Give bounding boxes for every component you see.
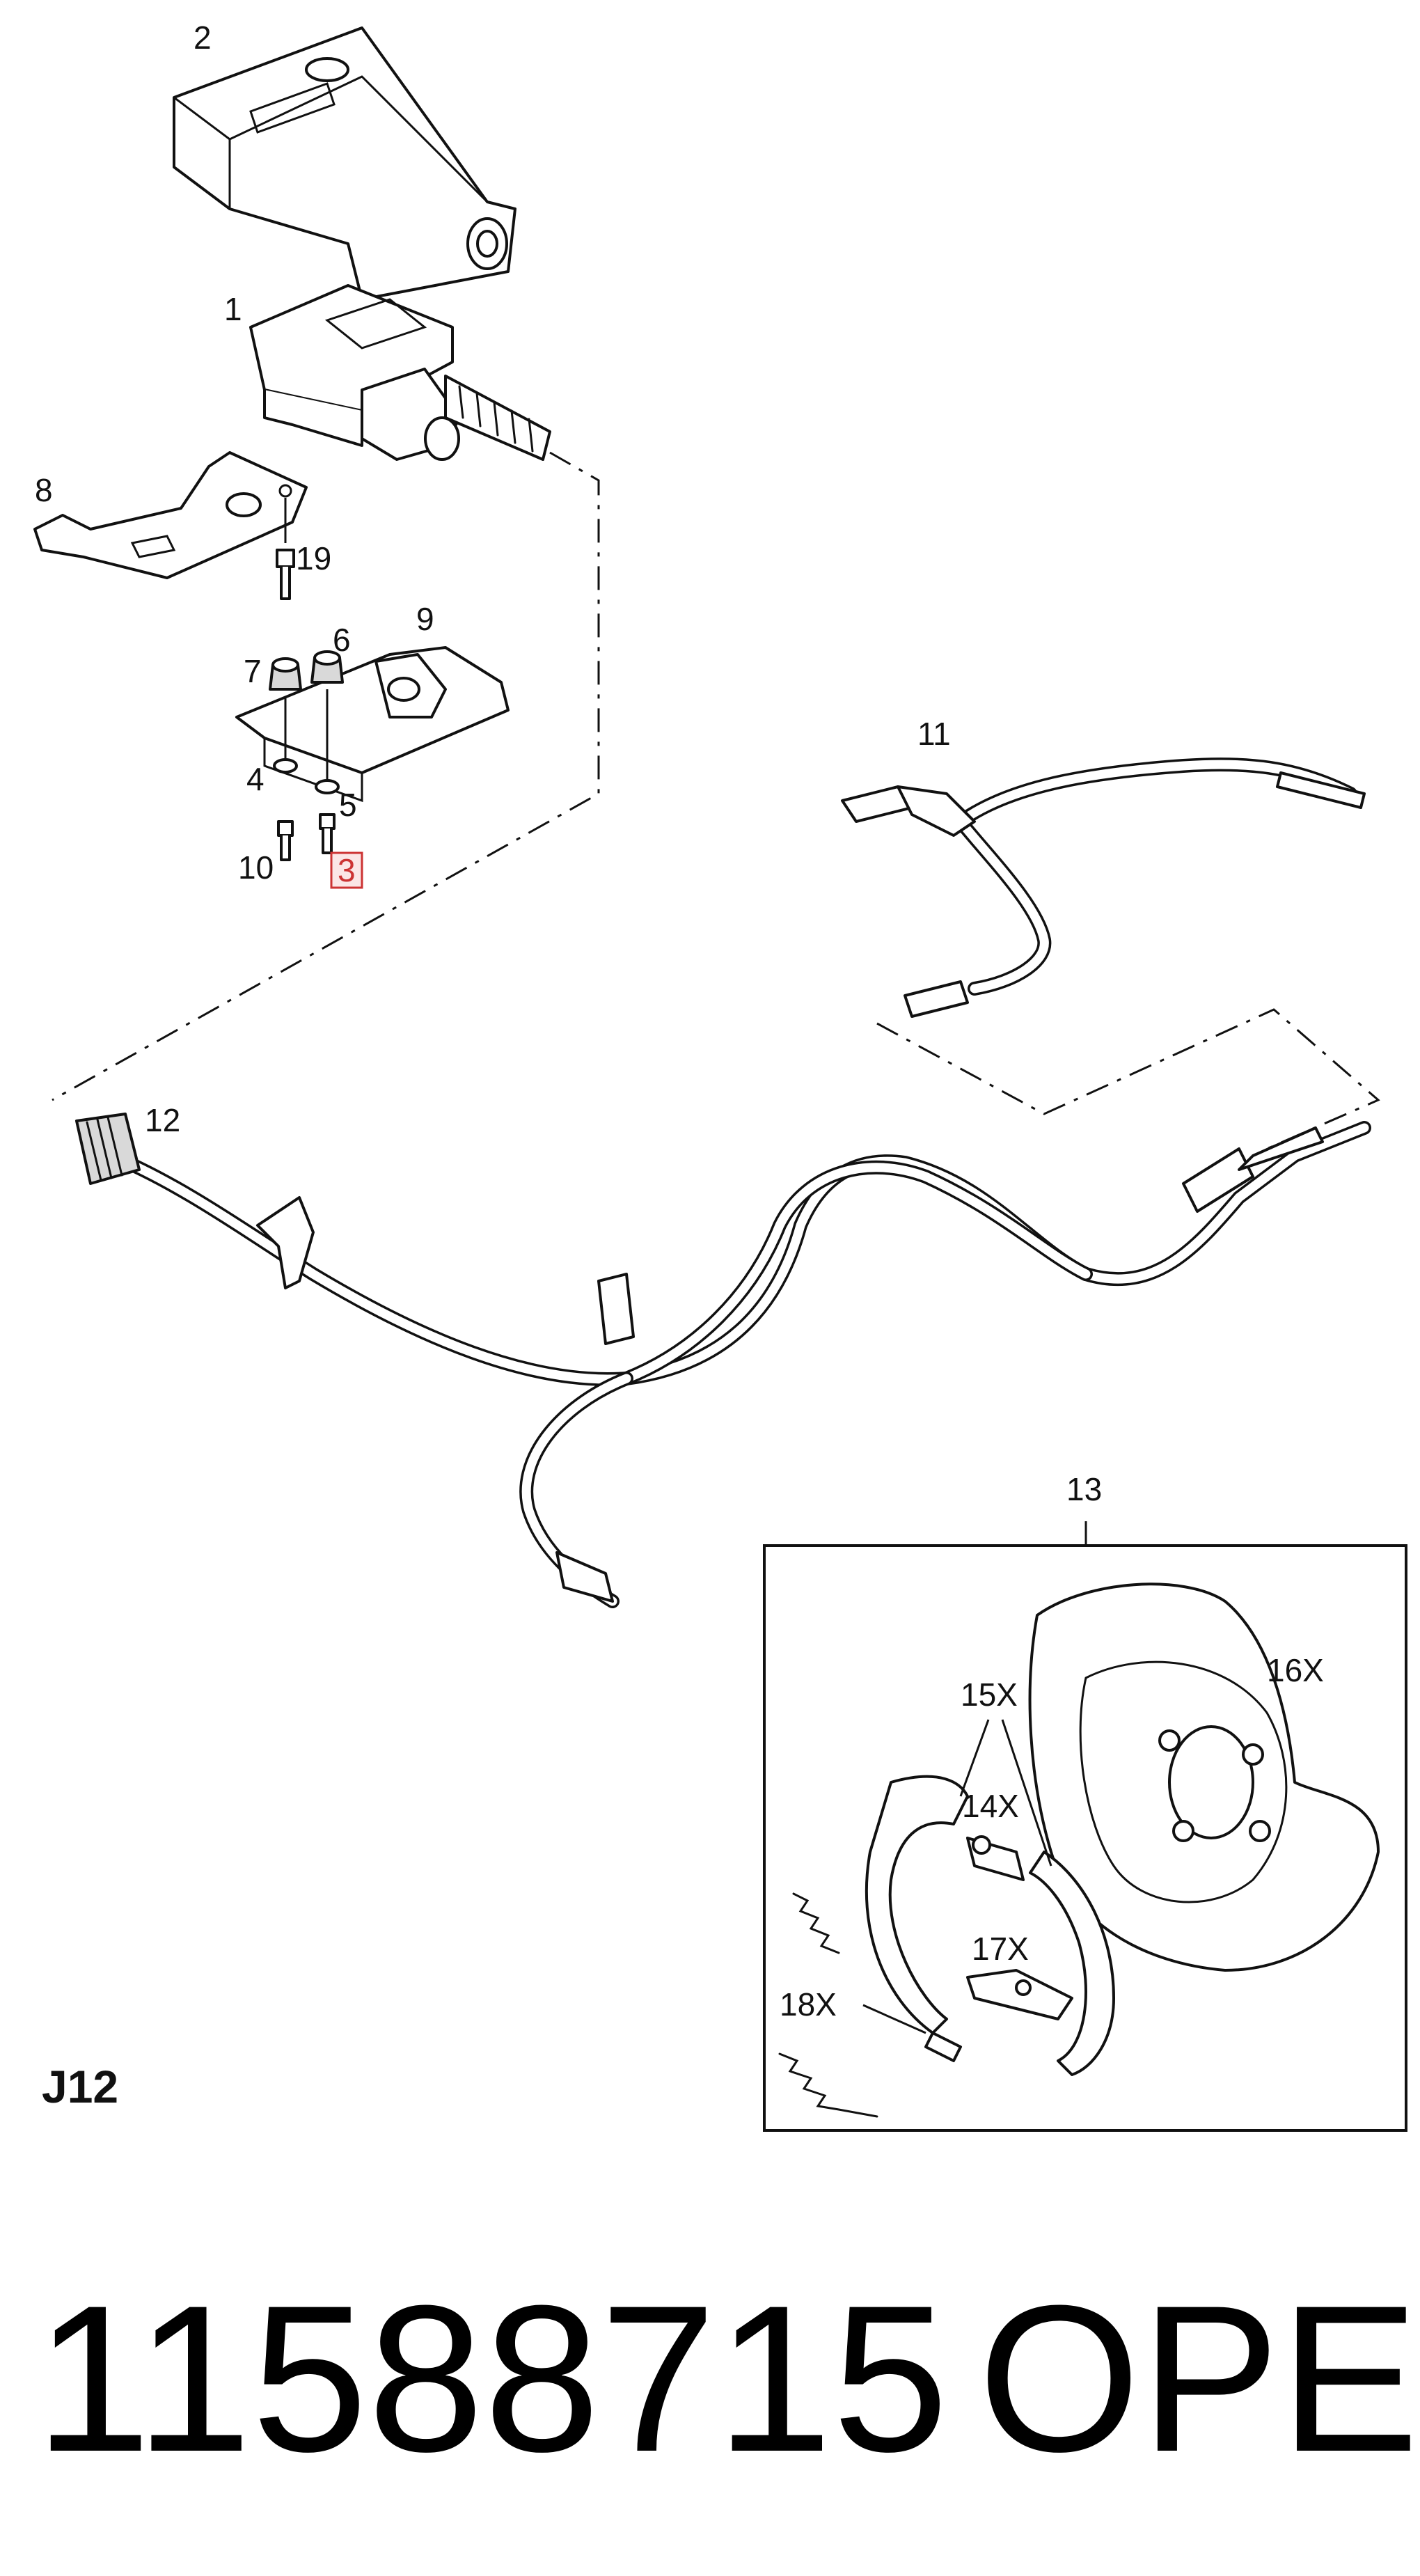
part-14x-adjuster bbox=[966, 1835, 1025, 1881]
callout-4: 4 bbox=[246, 761, 265, 797]
part-16x-backing-plate bbox=[1028, 1582, 1380, 1972]
callout-9: 9 bbox=[416, 601, 434, 637]
callout-18x: 18X bbox=[780, 1986, 837, 2023]
part-5-washer bbox=[315, 779, 340, 794]
part-11-cable bbox=[841, 757, 1366, 1018]
part-6-grommet bbox=[310, 650, 344, 684]
part-13-brake-kit-box bbox=[763, 1521, 1407, 2132]
callout-6: 6 bbox=[333, 622, 351, 658]
part-3-bolt bbox=[319, 689, 336, 854]
callout-5: 5 bbox=[339, 787, 357, 823]
part-number: 11588715 bbox=[35, 2261, 949, 2495]
callout-10: 10 bbox=[238, 849, 274, 886]
callout-3-highlight bbox=[330, 851, 363, 889]
part-9-bracket bbox=[235, 646, 510, 803]
callout-2: 2 bbox=[194, 19, 212, 56]
part-10-bolt bbox=[277, 696, 294, 861]
brand-name: OPEL bbox=[978, 2261, 1420, 2495]
part-2-cover bbox=[173, 26, 516, 301]
callout-7: 7 bbox=[244, 653, 262, 689]
callout-1: 1 bbox=[224, 291, 242, 327]
section-code: J12 bbox=[42, 2061, 118, 2112]
callout-11: 11 bbox=[917, 716, 951, 752]
part-4-washer bbox=[273, 758, 298, 773]
callout-12: 12 bbox=[145, 1102, 180, 1138]
callout-8: 8 bbox=[35, 472, 53, 508]
callout-19: 19 bbox=[296, 540, 331, 576]
part-18x-springs bbox=[778, 1892, 962, 2118]
part-17x-lever bbox=[966, 1969, 1073, 2020]
part-19-bolt bbox=[276, 498, 295, 600]
callout-14x: 14X bbox=[962, 1788, 1019, 1824]
part-12-cable-assembly bbox=[75, 1113, 1371, 1608]
callout-13: 13 bbox=[1066, 1471, 1102, 1507]
callout-15x: 15X bbox=[961, 1676, 1018, 1713]
part-7-grommet bbox=[269, 657, 302, 691]
callout-17x: 17X bbox=[972, 1931, 1029, 1967]
callout-3: 3 bbox=[338, 852, 356, 888]
part-8-bracket bbox=[33, 451, 308, 579]
part-15x-brake-shoes bbox=[865, 1719, 1115, 2076]
part-1-actuator bbox=[249, 284, 551, 461]
callout-16x: 16X bbox=[1267, 1652, 1324, 1688]
